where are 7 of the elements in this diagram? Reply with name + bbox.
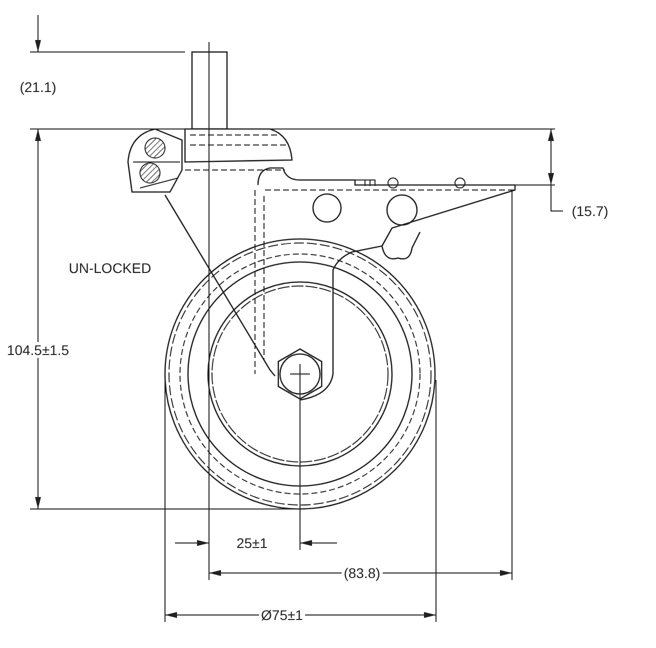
state-note: UN-LOCKED	[68, 260, 152, 276]
dimension-value: (83.8)	[342, 565, 382, 581]
dimension-value: (21.1)	[18, 79, 58, 95]
dimension-value: Ø75±1	[259, 607, 305, 623]
dimension-value: 25±1	[235, 535, 269, 551]
dimension-value: (15.7)	[570, 203, 610, 219]
dimension-value: 104.5±1.5	[4, 342, 72, 358]
